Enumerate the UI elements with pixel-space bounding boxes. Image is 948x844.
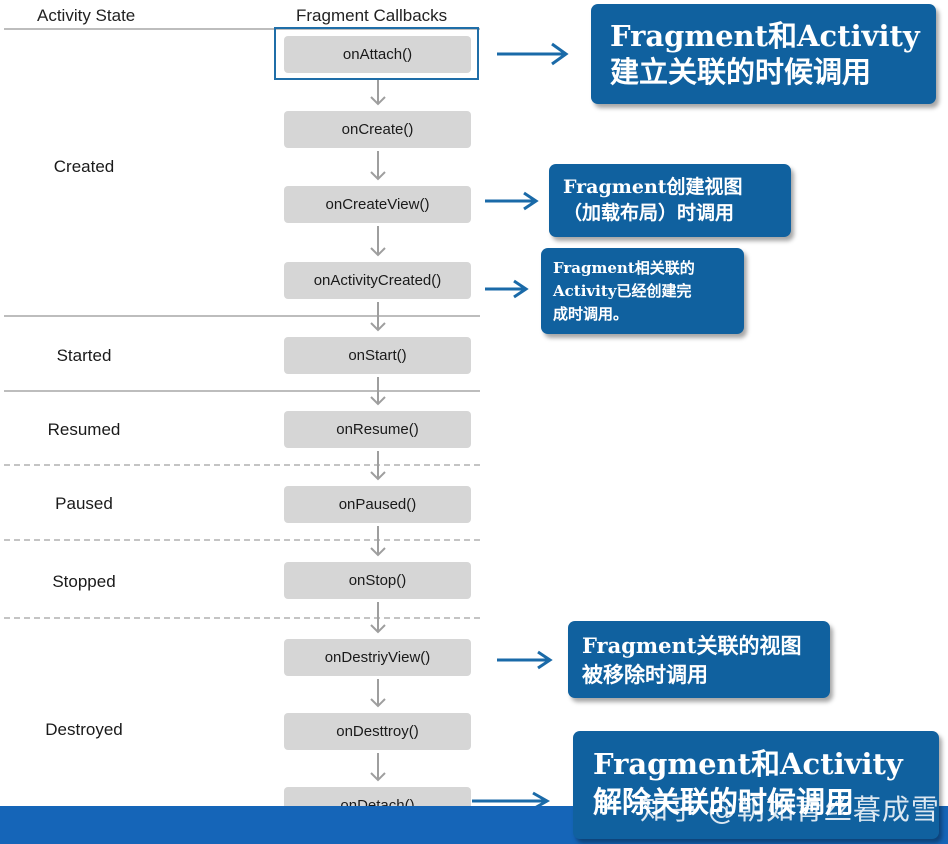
note-create-view: Fragment创建视图 （加载布局）时调用 bbox=[549, 164, 791, 237]
state-destroyed: Destroyed bbox=[45, 720, 123, 739]
callback-on-destroy-view: onDestriyView() bbox=[284, 639, 471, 676]
callback-on-destroy: onDesttroy() bbox=[284, 713, 471, 750]
note-activity-created-line-2: Activity已经创建完 bbox=[553, 282, 692, 300]
state-resumed: Resumed bbox=[47, 420, 121, 439]
divider-created-started bbox=[4, 315, 480, 317]
on-attach-highlight-frame bbox=[274, 27, 479, 80]
vertical-flow-arrows bbox=[370, 80, 386, 782]
divider-paused-stopped bbox=[4, 539, 480, 541]
divider-started-resumed bbox=[4, 390, 480, 392]
callback-on-create-view: onCreateView() bbox=[284, 186, 471, 223]
state-started: Started bbox=[56, 346, 112, 365]
note-destroy-view-line-1: Fragment关联的视图 bbox=[582, 633, 802, 658]
note-detach: Fragment和Activity 解除关联的时候调用 bbox=[573, 731, 939, 839]
header-divider bbox=[4, 28, 480, 30]
note-activity-created-line-1: Fragment相关联的 bbox=[553, 259, 695, 277]
divider-resumed-paused bbox=[4, 464, 480, 466]
state-stopped: Stopped bbox=[52, 572, 116, 591]
callback-on-activity-created: onActivityCreated() bbox=[284, 262, 471, 299]
watermark: 知乎 @朝如青丝暮成雪 bbox=[640, 793, 940, 826]
note-detach-line-1: Fragment和Activity bbox=[593, 747, 903, 781]
note-attach-line-1: Fragment和Activity bbox=[610, 19, 920, 53]
callback-on-create: onCreate() bbox=[284, 111, 471, 148]
note-attach: Fragment和Activity 建立关联的时候调用 bbox=[591, 4, 936, 104]
state-paused: Paused bbox=[55, 494, 113, 513]
activity-state-header: Activity State bbox=[37, 6, 136, 25]
callback-on-resume: onResume() bbox=[284, 411, 471, 448]
note-destroy-view: Fragment关联的视图 被移除时调用 bbox=[568, 621, 830, 698]
note-create-view-line-2: （加载布局）时调用 bbox=[563, 202, 735, 224]
note-detach-line-2: 解除关联的时候调用 bbox=[593, 785, 855, 819]
callback-on-attach: onAttach() bbox=[284, 36, 471, 73]
fragment-callbacks-header: Fragment Callbacks bbox=[296, 6, 448, 25]
note-activity-created: Fragment相关联的 Activity已经创建完 成时调用。 bbox=[541, 248, 744, 334]
callback-on-stop: onStop() bbox=[284, 562, 471, 599]
note-activity-created-line-3: 成时调用。 bbox=[553, 305, 629, 323]
note-pointer-arrows bbox=[472, 42, 569, 811]
note-destroy-view-line-2: 被移除时调用 bbox=[582, 662, 708, 687]
note-attach-line-2: 建立关联的时候调用 bbox=[610, 55, 872, 89]
state-created: Created bbox=[53, 157, 115, 176]
callback-on-start: onStart() bbox=[284, 337, 471, 374]
note-create-view-line-1: Fragment创建视图 bbox=[563, 176, 743, 198]
callback-on-paused: onPaused() bbox=[284, 486, 471, 523]
divider-stopped-destroyed bbox=[4, 617, 480, 619]
